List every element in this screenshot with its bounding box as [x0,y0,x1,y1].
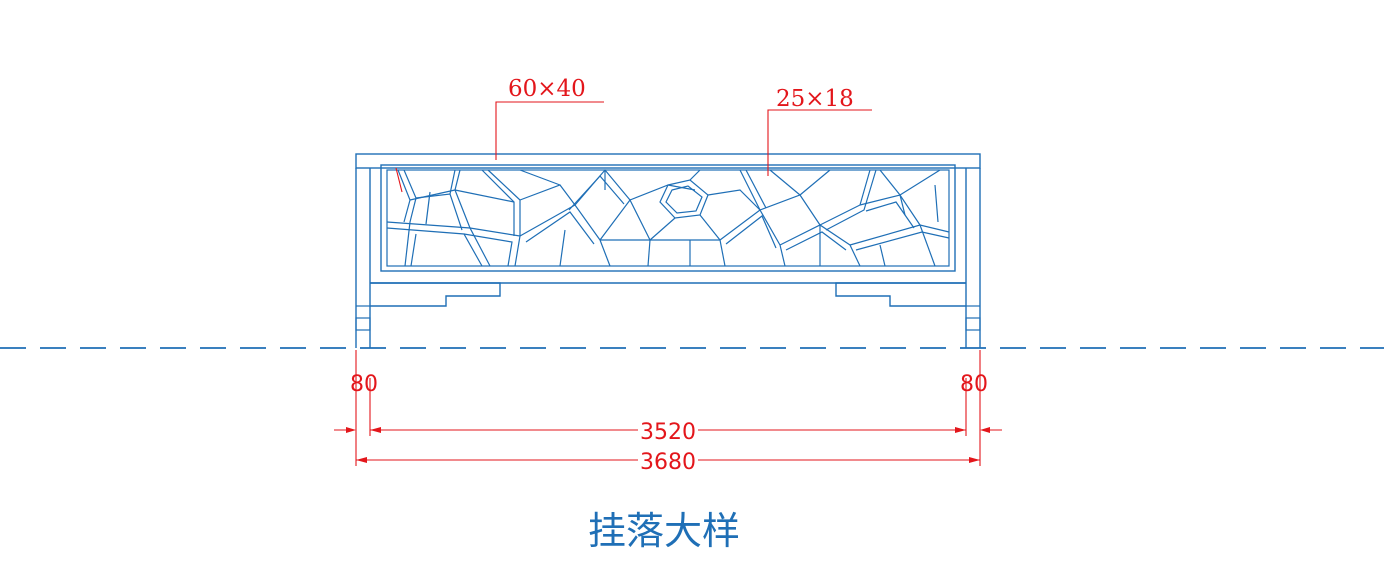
panel-corner-marker [395,167,403,193]
right-bracket [835,282,966,307]
dimension-inner-span: 3520 [640,420,696,445]
ice-crack-lattice-panel [380,164,956,272]
dimension-lines [334,350,1002,466]
fascia-frame [355,153,981,348]
callout-lattice-section-label: 25×18 [776,86,854,112]
dimension-right-offset: 80 [960,372,988,397]
callout-lattice-section: 25×18 [767,86,872,176]
callout-frame-section: 60×40 [495,76,604,160]
left-bracket [370,282,501,307]
dimension-total-span: 3680 [640,450,696,475]
callout-frame-section-label: 60×40 [508,76,586,102]
dimension-left-offset: 80 [350,372,378,397]
drawing-title: 挂落大样 [588,509,740,553]
